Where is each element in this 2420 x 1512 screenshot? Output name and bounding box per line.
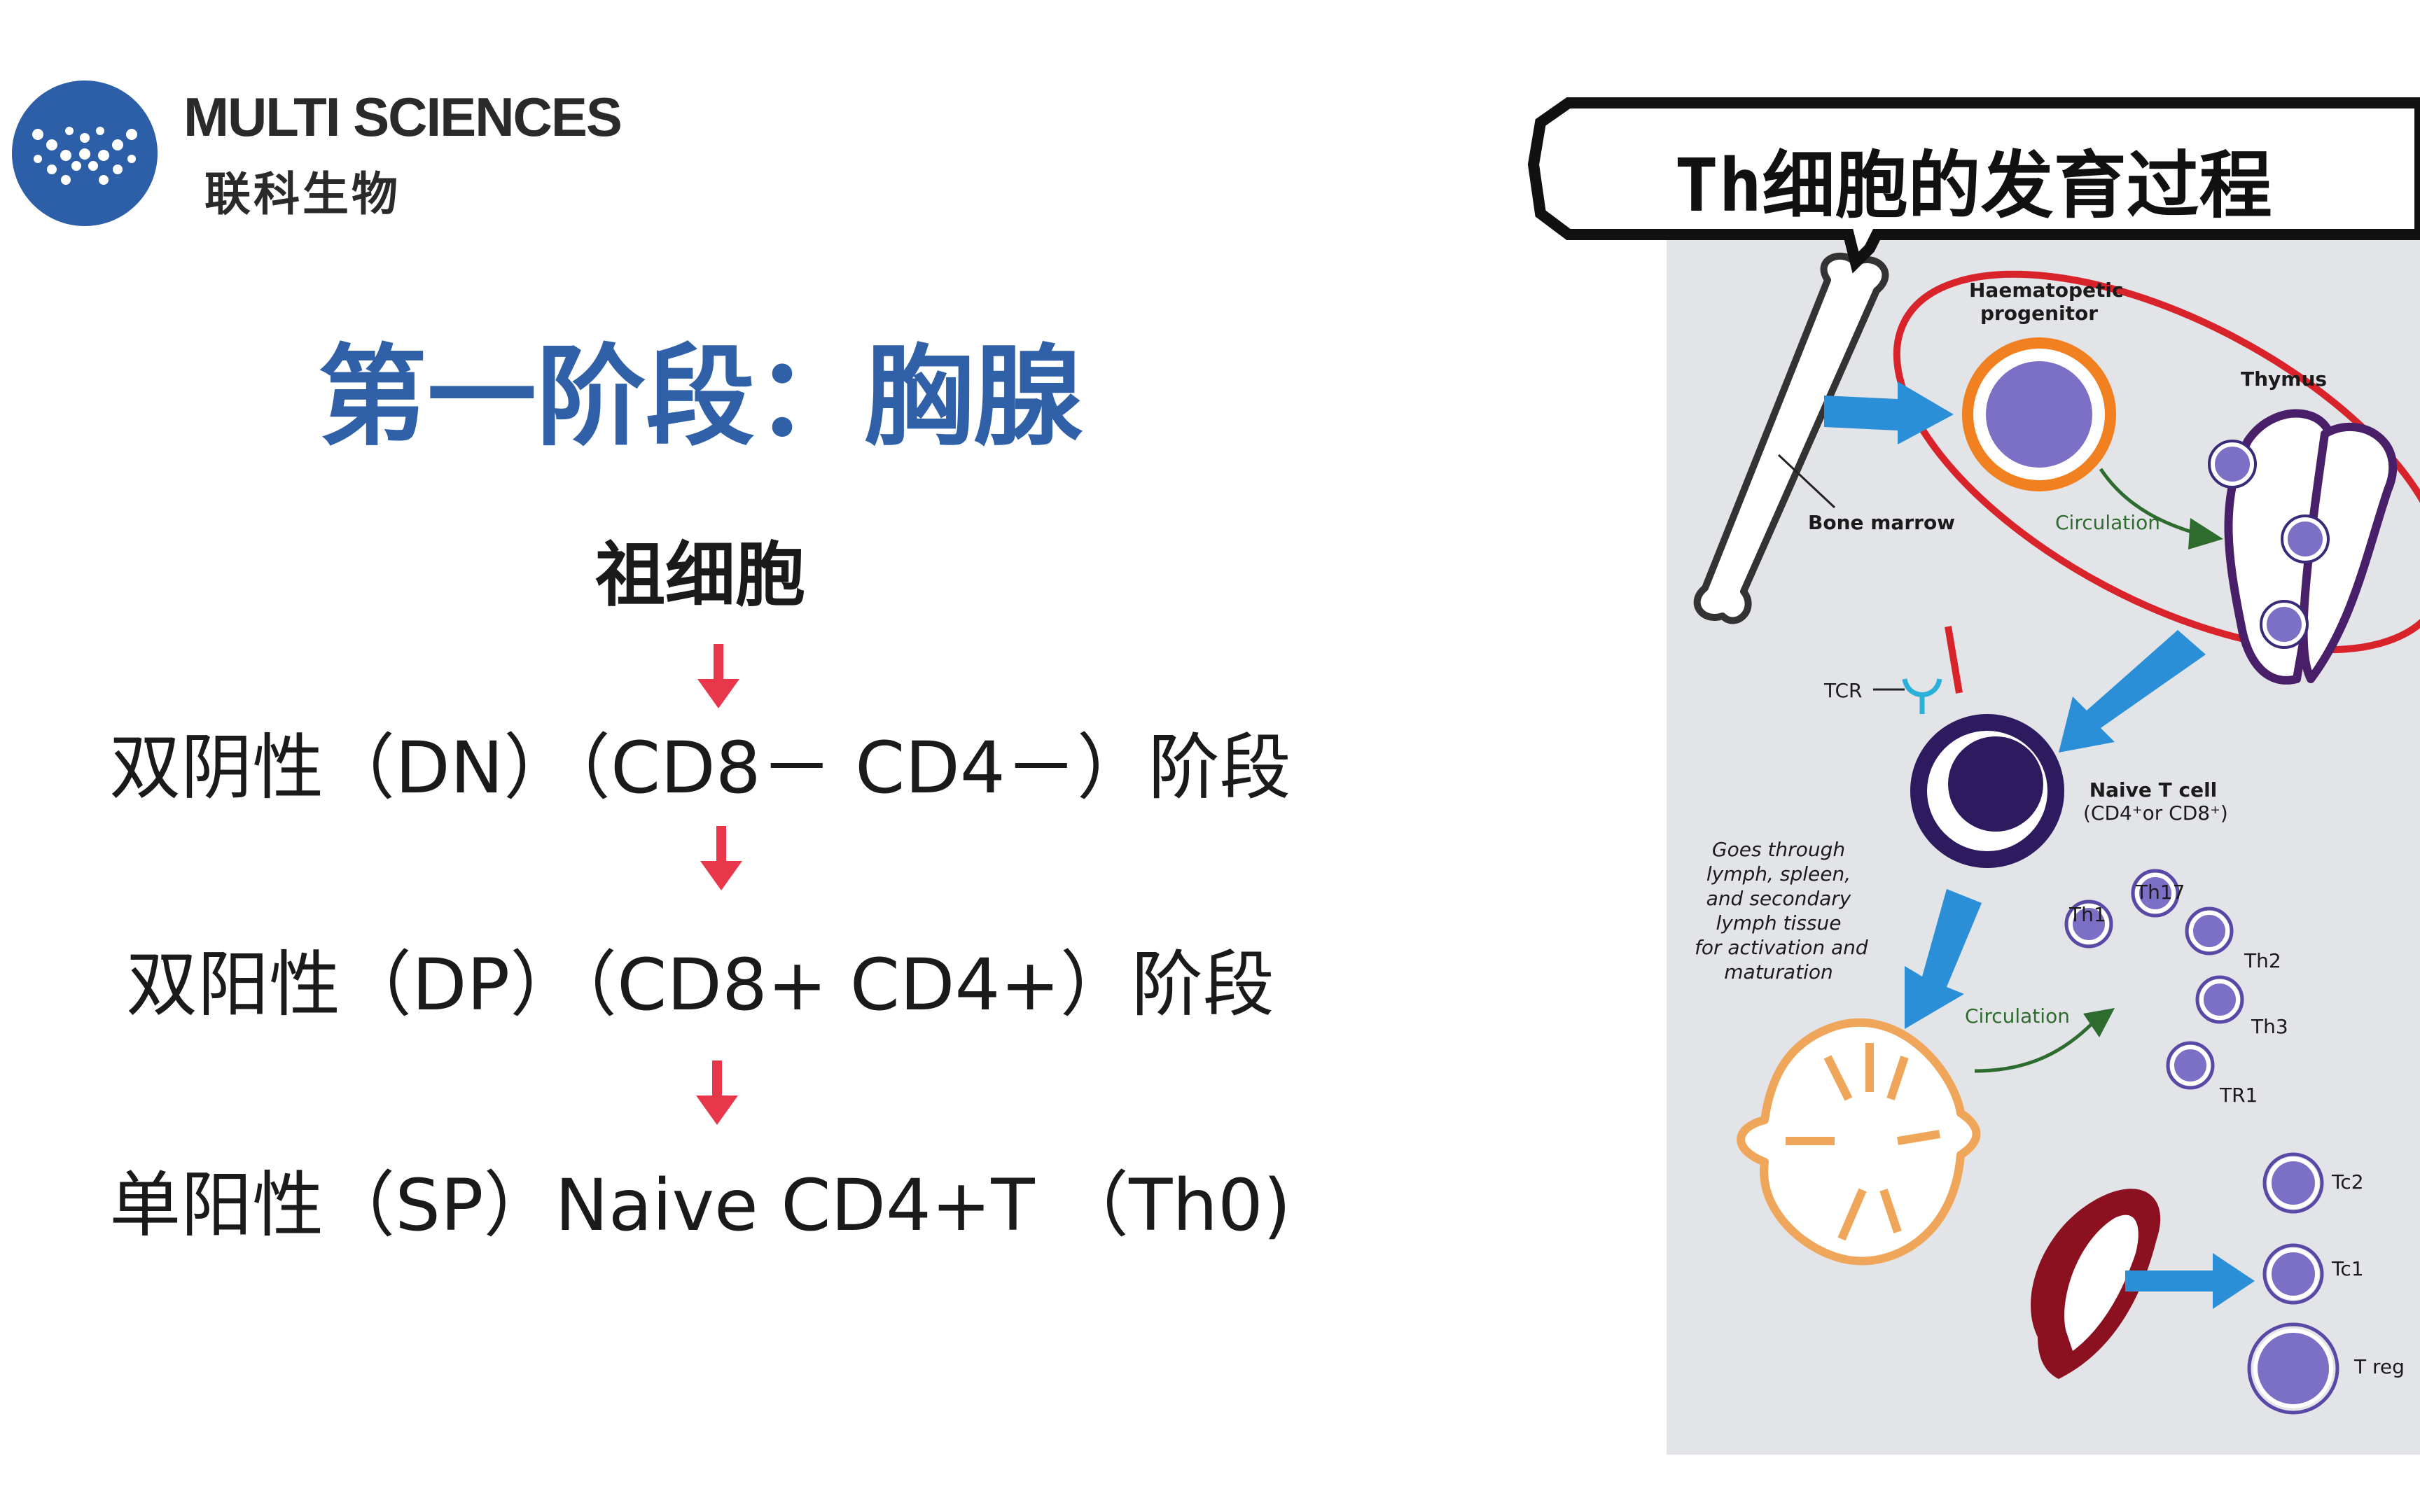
label-tc1: Tc1 <box>2332 1257 2364 1280</box>
down-arrow-icon <box>696 1060 738 1125</box>
t-cell-development-diagram <box>1693 253 2420 1415</box>
label-th3: Th3 <box>2251 1015 2288 1038</box>
flow-node-sp: 单阳性（SP）Naive CD4+T （Th0) <box>109 1164 1291 1247</box>
speech-bubble <box>1527 97 2420 274</box>
label-treg: T reg <box>2354 1355 2405 1378</box>
label-th1: Th1 <box>2069 903 2106 926</box>
label-th17: Th17 <box>2136 881 2185 904</box>
label-tcr: TCR <box>1824 679 1863 702</box>
bone-illustration <box>1693 253 1889 624</box>
label-circulation-1: Circulation <box>2055 511 2160 534</box>
down-arrow-icon <box>697 644 739 708</box>
blue-arrow <box>1824 382 1954 444</box>
label-tr1: TR1 <box>2220 1084 2258 1107</box>
label-th2: Th2 <box>2244 949 2281 972</box>
flow-node-progenitor: 祖细胞 <box>595 534 805 616</box>
flow-node-dn: 双阴性（DN）（CD8－ CD4－）阶段 <box>109 727 1291 810</box>
flow-node-dp: 双阳性（DP）（CD8+ CD4+）阶段 <box>126 944 1274 1027</box>
slide-title: 第一阶段：胸腺 <box>318 333 1083 461</box>
blue-arrow <box>2125 1253 2255 1309</box>
brand-logo <box>12 80 158 226</box>
lymph-node-illustration <box>1737 1018 1981 1266</box>
blue-arrow <box>2059 630 2206 752</box>
blue-arrow <box>1905 889 1982 1029</box>
down-arrow-icon <box>700 826 742 890</box>
brand-name-en: MULTI SCIENCES <box>183 86 623 148</box>
bubble-title: Th细胞的发育过程 <box>1674 143 2272 228</box>
thymus-region-outline <box>1893 270 2420 654</box>
spleen-illustration <box>2031 1189 2161 1379</box>
label-bone-marrow: Bone marrow <box>1808 511 1956 534</box>
label-circulation-2: Circulation <box>1965 1004 2070 1028</box>
label-thymus: Thymus <box>2241 368 2328 391</box>
thymus-illustration <box>2224 409 2397 685</box>
label-tc2: Tc2 <box>2332 1170 2364 1194</box>
brand-name-cn: 联科生物 <box>204 167 401 221</box>
label-naive-t-cell: Naive T cell(CD4⁺or CD8⁺) <box>2083 778 2228 825</box>
